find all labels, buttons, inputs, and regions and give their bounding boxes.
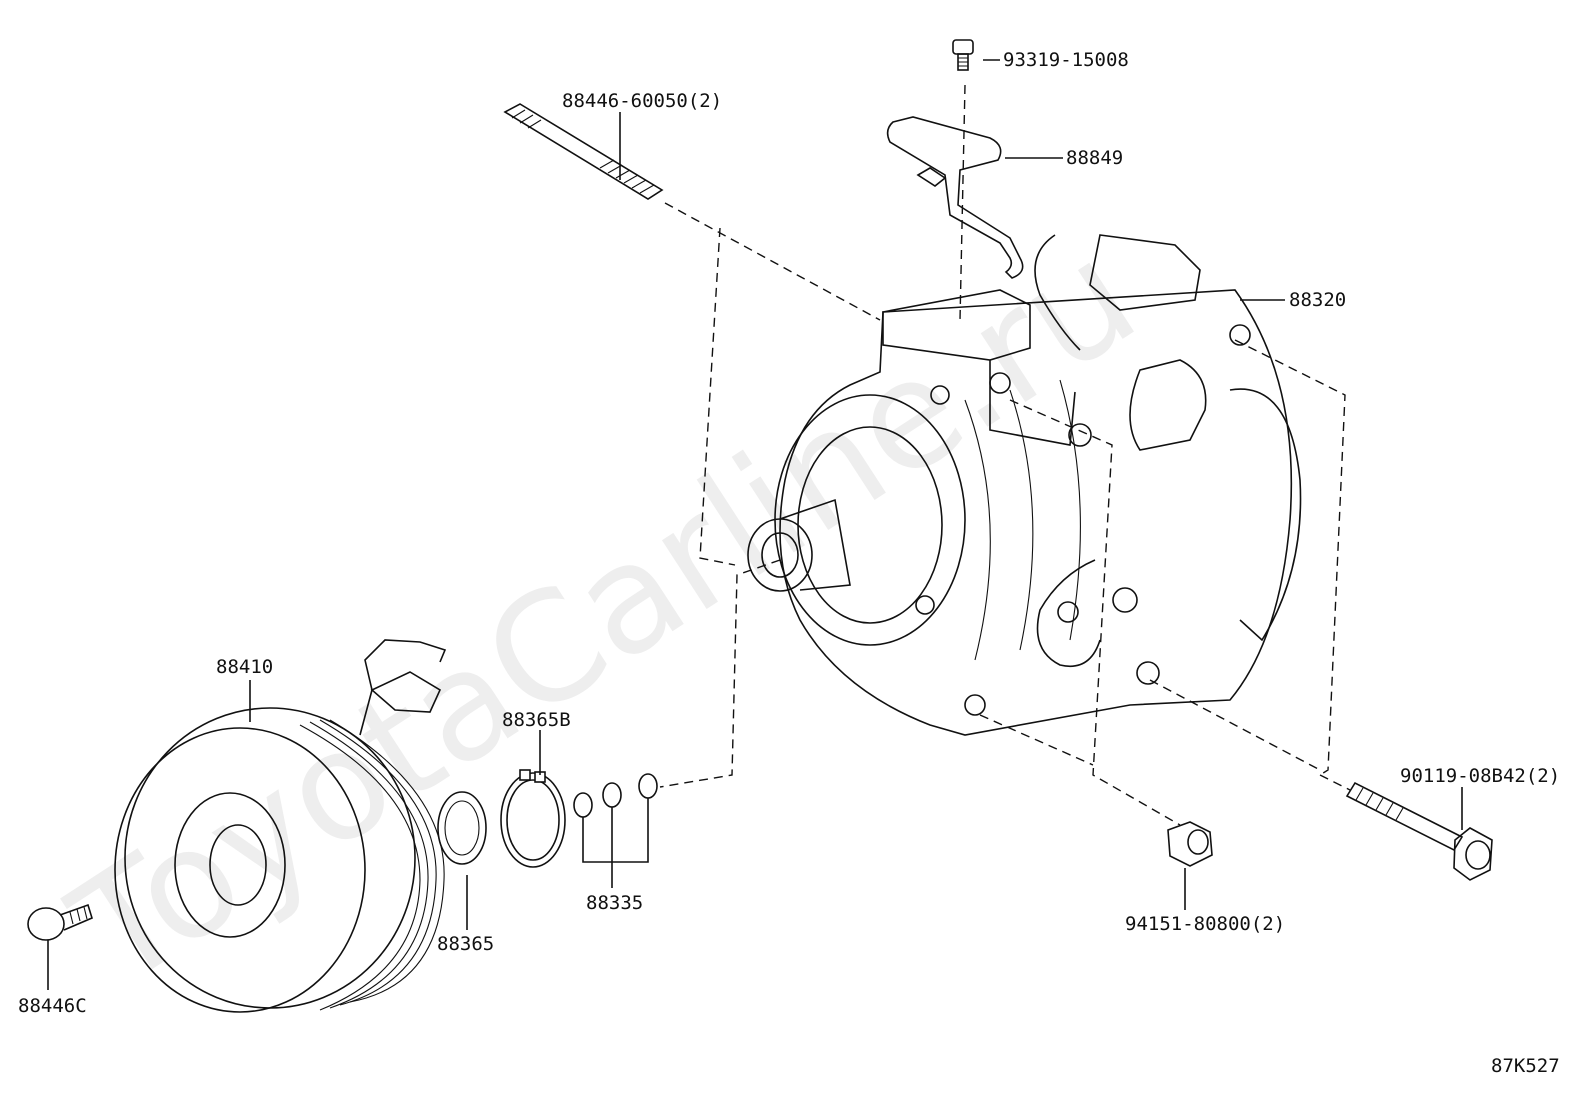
bracket-88849 <box>886 116 1024 279</box>
callout-88446-60050[interactable]: 88446-60050(2) <box>562 90 722 112</box>
shims-88335 <box>573 773 658 818</box>
nut-94151-80800 <box>1167 821 1213 867</box>
callout-88446C[interactable]: 88446C <box>18 995 87 1017</box>
callout-88849[interactable]: 88849 <box>1066 147 1123 169</box>
callout-88365[interactable]: 88365 <box>437 933 494 955</box>
bolt-90119-08B42 <box>1345 781 1493 881</box>
bolt-88446C <box>27 903 93 941</box>
leader-lines <box>47 59 1463 990</box>
callout-88320[interactable]: 88320 <box>1289 289 1346 311</box>
callout-90119-08B42[interactable]: 90119-08B42(2) <box>1400 765 1560 787</box>
callout-88335[interactable]: 88335 <box>586 892 643 914</box>
snap-ring-88365B <box>500 769 566 868</box>
callout-93319-15008[interactable]: 93319-15008 <box>1003 49 1129 71</box>
bolt-93319-15008 <box>952 39 974 71</box>
callout-88365B[interactable]: 88365B <box>502 709 571 731</box>
assembly-lines <box>659 84 1351 826</box>
ring-88365 <box>437 791 487 865</box>
clutch-pulley-88410 <box>114 639 447 1013</box>
callout-94151-80800[interactable]: 94151-80800(2) <box>1125 913 1285 935</box>
compressor-88320 <box>747 234 1302 736</box>
drawing-code: 87K527 <box>1491 1055 1560 1077</box>
callout-88410[interactable]: 88410 <box>216 656 273 678</box>
stud-bolt-88446-60050 <box>503 103 664 200</box>
